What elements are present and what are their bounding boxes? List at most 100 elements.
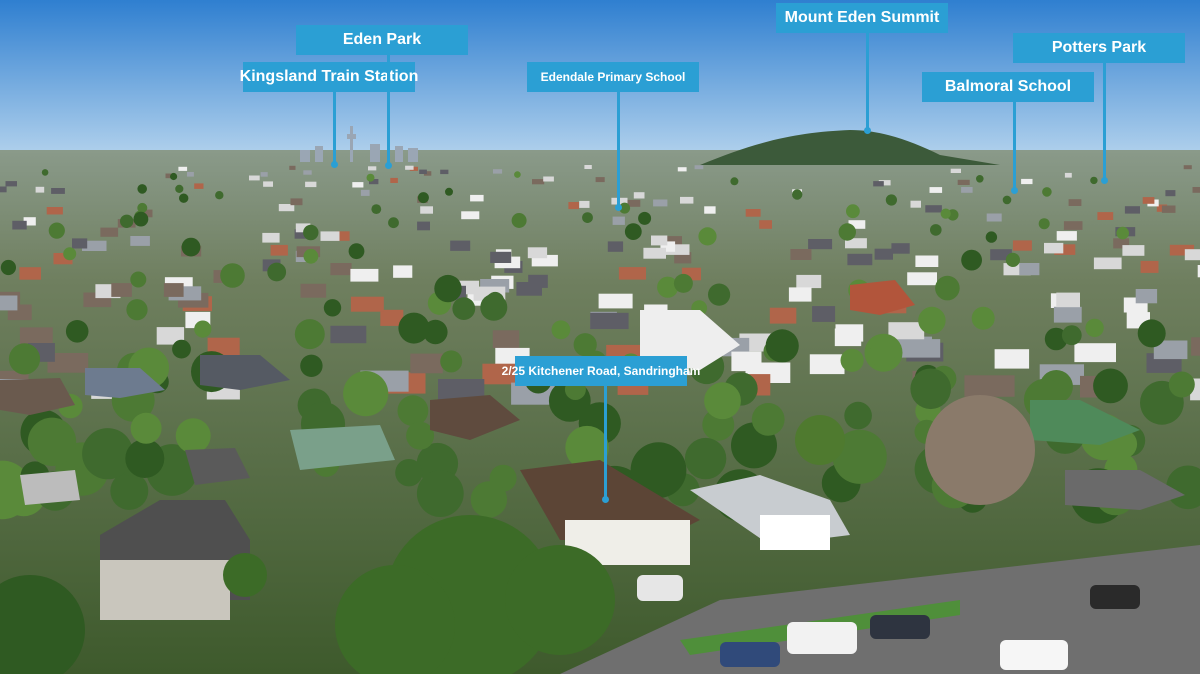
tree (918, 306, 946, 335)
rooftop (759, 220, 772, 229)
rooftop (417, 221, 430, 231)
tree (1061, 325, 1082, 346)
rooftop (19, 327, 53, 345)
label-edendale-primary-school: Edendale Primary School (527, 62, 699, 92)
tree (110, 471, 149, 510)
rooftop (808, 239, 833, 250)
tree (126, 299, 148, 321)
rooftop (405, 165, 414, 170)
rooftop (409, 166, 418, 171)
rooftop (532, 179, 545, 185)
rooftop (111, 283, 132, 297)
tree (565, 425, 609, 470)
pin-mount-eden-summit (866, 33, 869, 130)
rooftop (661, 236, 682, 246)
rooftop (901, 339, 941, 358)
tree (434, 274, 462, 303)
city-skyline (300, 126, 418, 162)
tree (985, 231, 998, 243)
rooftop (1153, 340, 1188, 360)
rooftop (1012, 240, 1032, 251)
rooftop (1074, 343, 1116, 363)
rooftop (847, 253, 873, 266)
tree (1042, 187, 1052, 197)
tree (388, 217, 399, 229)
tree (65, 320, 89, 343)
rooftop (390, 177, 398, 183)
rooftop (278, 204, 295, 212)
rooftop (1140, 260, 1159, 273)
rooftop (929, 187, 943, 193)
rooftop (1056, 231, 1077, 241)
pin-kingsland-train-station (333, 92, 336, 164)
rooftop (612, 216, 625, 225)
rooftop (410, 353, 443, 374)
rooftop (35, 186, 45, 193)
rooftop (568, 202, 579, 210)
tree (406, 421, 435, 450)
pin-balmoral-school (1013, 102, 1016, 190)
rooftop (1093, 257, 1122, 270)
tree (573, 333, 597, 357)
pin-dot-edendale-primary-school (615, 204, 622, 211)
rooftop (350, 268, 379, 282)
rooftop (368, 166, 377, 171)
tree (130, 412, 162, 444)
tree (1093, 368, 1128, 404)
rooftop (19, 267, 41, 280)
tree (751, 403, 785, 436)
rooftop (140, 209, 153, 218)
rooftop (1191, 337, 1200, 356)
rooftop (516, 282, 542, 296)
rooftop (438, 379, 485, 401)
tree (582, 212, 593, 224)
tree (0, 259, 17, 276)
rooftop (834, 328, 862, 347)
tree (940, 208, 951, 219)
rooftop (674, 252, 692, 264)
rooftop (46, 207, 63, 215)
rooftop (950, 168, 961, 173)
tree (930, 224, 942, 236)
pin-property (604, 386, 607, 499)
rooftop (745, 209, 761, 217)
rooftop (47, 353, 89, 373)
tree (1002, 195, 1012, 205)
rooftop (665, 244, 690, 255)
tree (137, 202, 148, 213)
rooftop (100, 227, 119, 237)
label-mount-eden-summit: Mount Eden Summit (776, 3, 948, 33)
tree (172, 339, 191, 359)
rooftop (393, 265, 413, 278)
rooftop (788, 287, 812, 302)
rooftop (270, 244, 288, 256)
rooftop (493, 169, 503, 174)
tree (303, 224, 319, 241)
rooftop (262, 232, 280, 243)
rooftop (888, 322, 925, 340)
tree (708, 283, 731, 306)
tree (417, 192, 429, 204)
rooftop (194, 183, 204, 189)
pin-dot-balmoral-school (1011, 187, 1018, 194)
tree (935, 275, 960, 301)
tree (181, 237, 201, 257)
rooftop (53, 253, 73, 265)
rooftop (440, 169, 449, 175)
pin-dot-property (602, 496, 609, 503)
rooftop (964, 375, 1015, 397)
tree (348, 243, 365, 260)
rooftop (336, 231, 350, 241)
tree (303, 248, 319, 264)
rooftop (910, 200, 921, 208)
rooftop (12, 220, 27, 230)
rooftop (651, 235, 668, 246)
rooftop (0, 186, 7, 193)
rooftop (598, 293, 633, 309)
rooftop (915, 255, 939, 267)
rooftop (1183, 165, 1192, 170)
near-houses (0, 280, 1185, 620)
rooftop (419, 169, 427, 174)
rooftop (380, 309, 404, 326)
tree (673, 273, 693, 293)
